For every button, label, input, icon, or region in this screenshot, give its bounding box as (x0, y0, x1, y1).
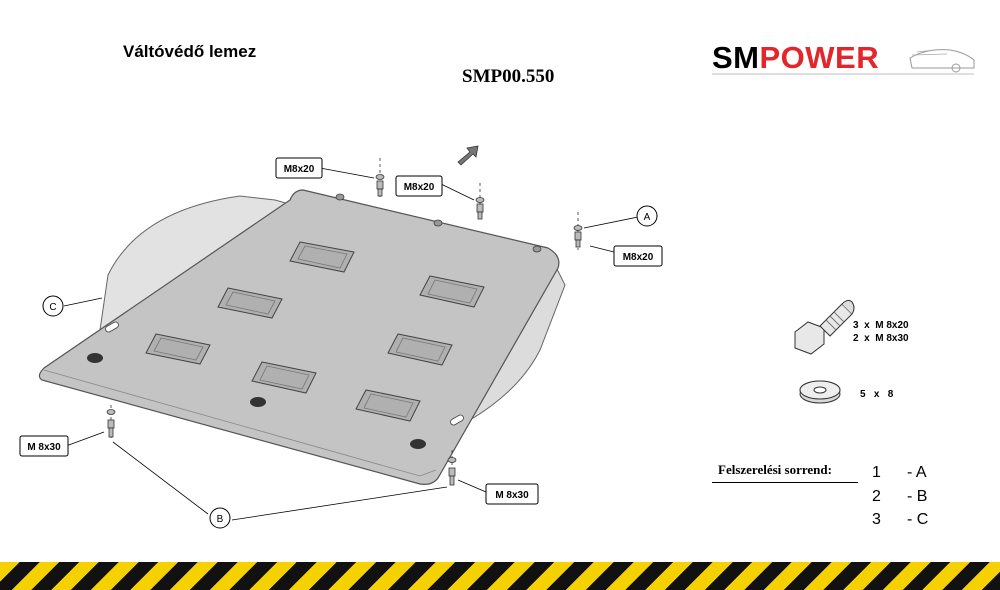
document-title: Váltóvédő lemez (123, 42, 257, 61)
callout-bolt-top-right: M8x20 (623, 252, 654, 263)
install-step-1-num: 1 (872, 464, 881, 481)
callout-bolt-top-mid: M8x20 (404, 182, 435, 193)
logo-car-icon (712, 49, 975, 75)
callout-point-b: B (217, 514, 224, 525)
washer-qty: 5 x 8 (860, 389, 894, 400)
install-order-title: Felszerelési sorrend: (718, 462, 832, 477)
callout-bolt-bottom-right: M 8x30 (495, 490, 529, 501)
washer-icon (799, 380, 841, 404)
bolt-qty-line-1: 3 x M 8x20 (853, 320, 909, 331)
install-order-underline (712, 482, 858, 483)
forward-arrow-icon (457, 145, 479, 166)
bolt-icon (794, 299, 855, 355)
bolts (106, 174, 583, 486)
install-step-2-num: 2 (872, 488, 881, 505)
callout-point-c: C (49, 302, 56, 313)
plate-pockets (145, 241, 485, 422)
install-step-2-label: - B (907, 488, 928, 505)
logo-text-sm: SM (712, 40, 760, 75)
skid-plate (38, 189, 560, 485)
callout-bolt-bottom-left: M 8x30 (27, 442, 61, 453)
install-step-3-num: 3 (872, 511, 881, 528)
bolt-qty-line-2: 2 x M 8x30 (853, 333, 909, 344)
install-step-3-label: - C (907, 511, 929, 528)
drain-holes (87, 353, 426, 449)
logo-text-power: POWER (759, 40, 880, 75)
slots (105, 321, 464, 426)
callout-point-a: A (644, 212, 651, 223)
install-step-1-label: - A (907, 464, 927, 481)
hazard-stripe-band (0, 562, 1000, 590)
smpower-logo: SMPOWER (712, 38, 977, 82)
callout-bolt-top-left: M8x20 (284, 164, 315, 175)
part-code: SMP00.550 (462, 66, 555, 87)
